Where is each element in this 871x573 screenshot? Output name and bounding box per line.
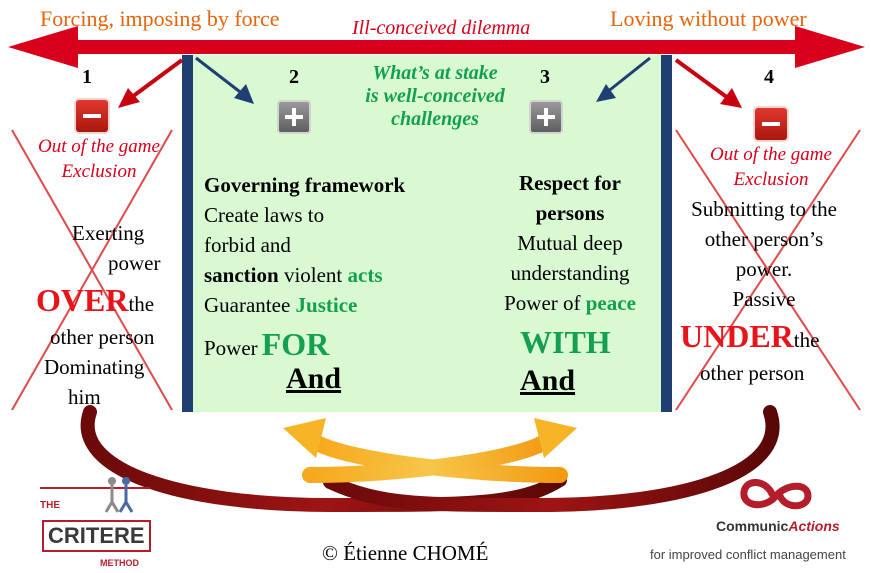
respect-title-2: persons — [535, 201, 605, 225]
sanction-word: sanction — [204, 263, 279, 287]
left-the: the — [128, 292, 155, 316]
copyright-text: © Étienne CHOMÉ — [322, 541, 489, 565]
right-line-3: power. — [735, 257, 793, 281]
plus-icon-right — [531, 102, 561, 132]
arrow-to-1 — [118, 58, 184, 108]
plus-icon-left — [279, 102, 309, 132]
governing-title: Governing framework — [204, 173, 406, 197]
left-dark-arc — [80, 405, 567, 513]
communicactions-title: CommunicActions — [716, 518, 840, 534]
ca-title-b: Actions — [788, 518, 840, 534]
violent-word: violent — [283, 263, 343, 287]
left-exerting: Exerting — [72, 221, 145, 245]
communicactions-tagline: for improved conflict management — [650, 547, 846, 562]
power-word: Power — [204, 336, 258, 360]
respect-block: Respect for persons Mutual deep understa… — [484, 168, 656, 318]
critere-the: THE — [40, 500, 60, 511]
right-the: the — [793, 328, 820, 352]
arrow-to-2 — [195, 56, 254, 104]
critere-method: METHOD — [100, 558, 139, 568]
dilemma-label: Ill-conceived dilemma — [352, 17, 531, 39]
left-exclusion: Out of the game Exclusion — [14, 134, 184, 184]
communicactions-logo-icon — [740, 479, 812, 510]
governing-line-1: Create laws to — [204, 203, 325, 227]
right-line-1: Submitting to the — [691, 197, 837, 221]
left-exclusion-label: Exclusion — [61, 161, 137, 182]
left-over-line: OVERthe — [36, 282, 154, 319]
left-out-of-game: Out of the game — [38, 136, 160, 157]
left-label: Forcing, imposing by force — [40, 6, 280, 31]
with-word: WITH — [520, 324, 611, 360]
peace-word: peace — [585, 291, 636, 315]
governing-line-3: sanction violent acts — [204, 260, 405, 290]
right-out-of-game: Out of the game — [710, 144, 832, 165]
right-other-person: other person — [700, 361, 805, 385]
critere-logo: THE CRITERE METHOD — [40, 476, 160, 571]
left-other-person: other person — [50, 325, 155, 349]
position-number-3: 3 — [540, 66, 550, 88]
and-left: And — [286, 362, 342, 395]
governing-block: Governing framework Create laws to forbi… — [204, 170, 405, 320]
power-of-words: Power of — [504, 291, 581, 315]
power-for-line: Power FOR — [204, 326, 329, 363]
right-label: Loving without power — [610, 6, 807, 31]
center-panel — [182, 55, 672, 412]
and-right: And — [520, 364, 576, 397]
respect-line-1: Mutual deep — [517, 231, 623, 255]
justice-word: Justice — [295, 293, 358, 317]
for-word: FOR — [261, 326, 330, 362]
position-number-1: 1 — [82, 66, 92, 88]
respect-title-1: Respect for — [518, 171, 622, 195]
right-line-4: Passive — [732, 287, 796, 311]
ca-title-a: Communic — [716, 518, 789, 534]
minus-icon-left — [76, 100, 108, 132]
governing-line-4: Guarantee Justice — [204, 290, 405, 320]
minus-icon-right — [755, 108, 787, 140]
left-him: him — [68, 385, 101, 409]
governing-line-2: forbid and — [204, 233, 291, 257]
left-power: power — [108, 251, 161, 275]
stake-line-3: challenges — [391, 108, 479, 130]
dilemma-double-arrow — [8, 26, 865, 68]
right-exclusion: Out of the game Exclusion — [686, 142, 856, 192]
stake-text: What’s at stake is well-conceived challe… — [340, 62, 530, 131]
guarantee-word: Guarantee — [204, 293, 291, 317]
position-number-4: 4 — [764, 66, 774, 88]
right-exclusion-label: Exclusion — [733, 169, 809, 190]
right-under-line: UNDERthe — [680, 318, 819, 355]
respect-line-3: Power of peace — [484, 288, 656, 318]
respect-line-2: understanding — [510, 261, 630, 285]
stake-line-2: is well-conceived — [365, 85, 505, 107]
cross-left — [11, 129, 173, 411]
critere-name: CRITERE — [42, 520, 151, 552]
position-number-2: 2 — [289, 66, 299, 88]
right-line-2: other person’s — [704, 227, 824, 251]
critere-figures-icon — [40, 477, 150, 513]
arrow-to-4 — [674, 58, 742, 108]
right-dark-arc — [323, 405, 780, 513]
arrow-to-3 — [596, 56, 651, 102]
under-word: UNDER — [680, 318, 794, 354]
left-dominating: Dominating — [44, 355, 145, 379]
stake-line-1: What’s at stake — [372, 62, 498, 84]
acts-word: acts — [347, 263, 383, 287]
over-word: OVER — [36, 282, 129, 318]
cross-right — [675, 129, 861, 411]
gold-arrow-right — [302, 418, 577, 483]
right-block: Submitting to the other person’s power. … — [672, 194, 856, 314]
